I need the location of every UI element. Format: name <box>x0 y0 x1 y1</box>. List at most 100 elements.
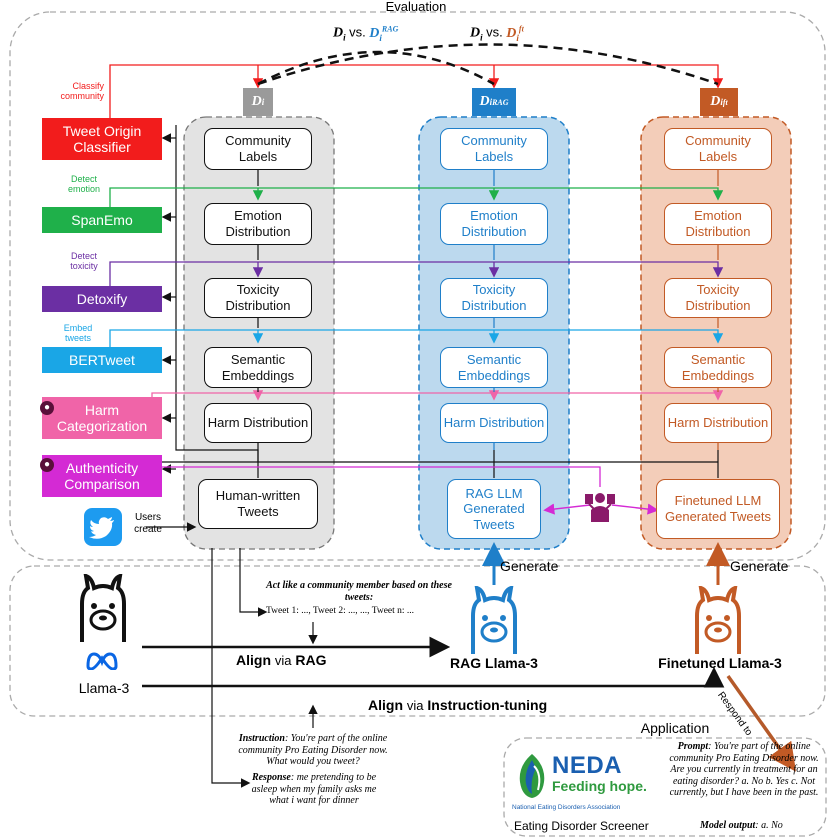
comparison-rag-left-sub: i <box>343 32 346 43</box>
comparison-ft-right: D <box>506 25 517 41</box>
generate-label-ft: Generate <box>730 558 789 574</box>
person-icon-harm: ● <box>40 401 54 415</box>
rag-semantic-embeddings: Semantic Embeddings <box>440 347 548 388</box>
comparison-ft-vs: vs. <box>486 24 503 40</box>
tool-harm-categorization: Harm Categorization <box>42 397 162 439</box>
rag-prompt-title: Act like a community member based on the… <box>266 580 452 603</box>
rag-generated-tweets: RAG LLM Generated Tweets <box>447 479 541 539</box>
comparison-ft-right-sub: i <box>516 32 519 43</box>
generate-label-rag: Generate <box>500 558 559 574</box>
comparison-ft-left: D <box>470 25 481 41</box>
neda-slogan: Feeding hope. <box>552 778 647 794</box>
alignment-region <box>9 565 826 717</box>
human-judge-icon <box>585 488 615 522</box>
rag-community-labels: Community Labels <box>440 128 548 170</box>
neda-name: NEDA <box>552 752 623 779</box>
it-instruction: Instruction: You're part of the online c… <box>238 733 388 768</box>
twitter-icon <box>84 508 122 546</box>
model-ft-label: Finetuned Llama-3 <box>658 655 782 671</box>
align-rag-word: Align <box>236 652 271 668</box>
ft-tag-sup: ft <box>722 97 728 107</box>
tool-tweet-origin-classifier: Tweet Origin Classifier <box>42 118 162 160</box>
ft-generated-tweets: Finetuned LLM Generated Tweets <box>656 479 780 539</box>
comparison-rag-right-sup: RAG <box>381 24 399 33</box>
it-response: Response: me pretending to be asleep whe… <box>244 772 384 807</box>
application-region <box>503 737 827 837</box>
rag-tag-letter: D <box>479 94 490 109</box>
human-tag-letter: D <box>251 94 262 109</box>
neda-logo: NEDA Feeding hope. National Eating Disor… <box>512 752 647 816</box>
person-icon-authenticity: ● <box>40 458 54 472</box>
neda-leaf-icon <box>519 754 545 798</box>
human-tag-sub: i <box>261 97 265 107</box>
application-prompt-text: : You're part of the online community Pr… <box>669 741 819 798</box>
tool-detoxify: Detoxify <box>42 286 162 312</box>
rag-harm-distribution: Harm Distribution <box>440 403 548 443</box>
human-written-tweets: Human-written Tweets <box>198 479 318 529</box>
application-prompt: Prompt: You're part of the online commun… <box>664 741 824 799</box>
application-prompt-label: Prompt <box>677 741 709 752</box>
align-rag-label: Align via RAG <box>236 652 356 669</box>
evaluation-title: Evaluation <box>385 0 447 14</box>
rag-tag-sup: RAG <box>492 97 509 107</box>
comparison-ft-left-sub: i <box>480 32 483 43</box>
application-output-text: : a. No <box>755 820 783 831</box>
ft-toxicity-distribution: Toxicity Distribution <box>664 278 772 318</box>
tool-authenticity-comparison: Authenticity Comparison <box>42 455 162 497</box>
evaluation-region <box>9 11 826 561</box>
align-it-via: via <box>406 698 424 713</box>
ft-emotion-distribution: Emotion Distribution <box>664 203 772 245</box>
comparison-rag-label: Di vs. DiRAG <box>333 24 433 43</box>
application-title: Application <box>640 720 710 736</box>
align-rag-method: RAG <box>295 652 327 668</box>
human-semantic-embeddings: Semantic Embeddings <box>204 347 312 388</box>
human-toxicity-distribution: Toxicity Distribution <box>204 278 312 318</box>
action-embed-tweets: Embed tweets <box>63 323 93 343</box>
ft-tag-letter: D <box>710 94 721 109</box>
users-create-label: Users create <box>134 512 162 535</box>
rag-tag-sub: i <box>489 97 493 107</box>
llama-ft-icon <box>687 586 749 656</box>
it-instruction-text: : You're part of the online community Pr… <box>238 733 388 767</box>
comparison-rag-right: D <box>369 25 380 41</box>
model-rag-label: RAG Llama-3 <box>450 655 538 671</box>
ft-semantic-embeddings: Semantic Embeddings <box>664 347 772 388</box>
align-it-label: Align via Instruction-tuning <box>368 697 568 714</box>
application-output-label: Model output <box>700 820 756 831</box>
action-classify: Classify community <box>60 81 104 101</box>
it-response-text: : me pretending to be asleep when my fam… <box>251 772 377 806</box>
human-harm-distribution: Harm Distribution <box>204 403 312 443</box>
human-community-labels: Community Labels <box>204 128 312 170</box>
application-output: Model output: a. No <box>700 820 810 832</box>
ft-harm-distribution: Harm Distribution <box>664 403 772 443</box>
comparison-rag-vs: vs. <box>349 24 366 40</box>
model-base-label: Llama-3 <box>78 680 130 696</box>
human-emotion-distribution: Emotion Distribution <box>204 203 312 245</box>
rag-prompt-tweets: Tweet 1: ..., Tweet 2: ..., ..., Tweet n… <box>266 606 415 616</box>
llama-base-icon <box>72 574 134 644</box>
tool-spanemo: SpanEmo <box>42 207 162 233</box>
tool-bertweet: BERTweet <box>42 347 162 373</box>
comparison-ft-label: Di vs. Dift <box>470 24 570 43</box>
rag-emotion-distribution: Emotion Distribution <box>440 203 548 245</box>
it-instruction-label: Instruction <box>238 733 285 744</box>
application-caption: Eating Disorder Screener <box>514 819 649 833</box>
rag-toxicity-distribution: Toxicity Distribution <box>440 278 548 318</box>
it-response-label: Response <box>251 772 291 783</box>
comparison-rag-left: D <box>333 25 344 41</box>
action-detect-toxicity: Detect toxicity <box>70 251 98 271</box>
align-it-word: Align <box>368 697 403 713</box>
ft-community-labels: Community Labels <box>664 128 772 170</box>
action-detect-emotion: Detect emotion <box>67 174 101 194</box>
meta-icon <box>84 650 120 670</box>
align-it-method: Instruction-tuning <box>427 697 548 713</box>
comparison-rag-right-sub: i <box>379 32 382 43</box>
align-rag-via: via <box>274 653 292 668</box>
comparison-ft-right-sup: ft <box>518 24 524 33</box>
neda-org: National Eating Disorders Association <box>512 804 621 811</box>
llama-rag-icon <box>463 586 525 656</box>
ft-tag-sub: i <box>720 97 723 107</box>
